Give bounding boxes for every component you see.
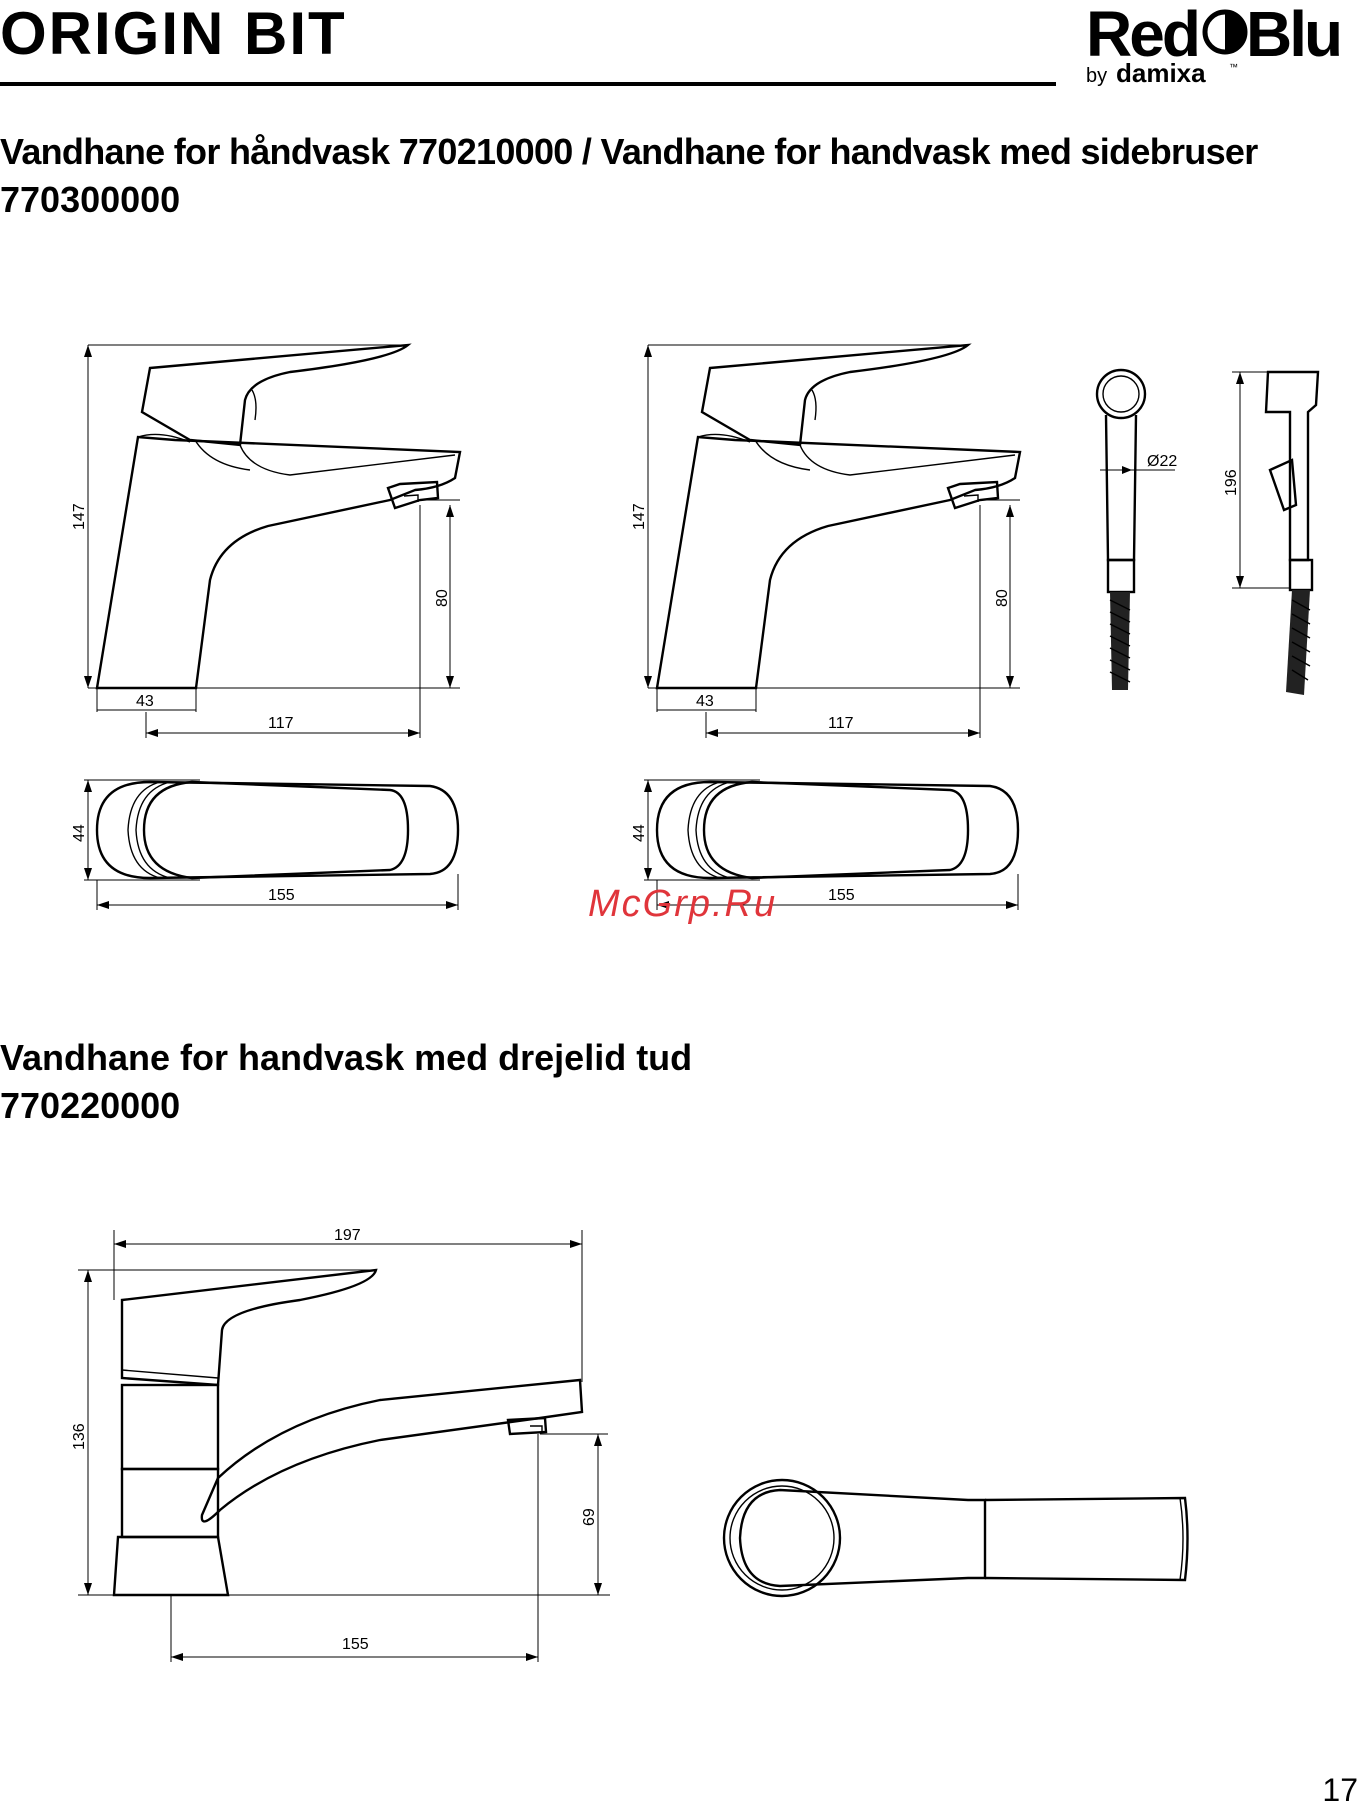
watermark: McGrp.Ru xyxy=(588,883,777,926)
page-number: 17 xyxy=(1322,1770,1358,1810)
